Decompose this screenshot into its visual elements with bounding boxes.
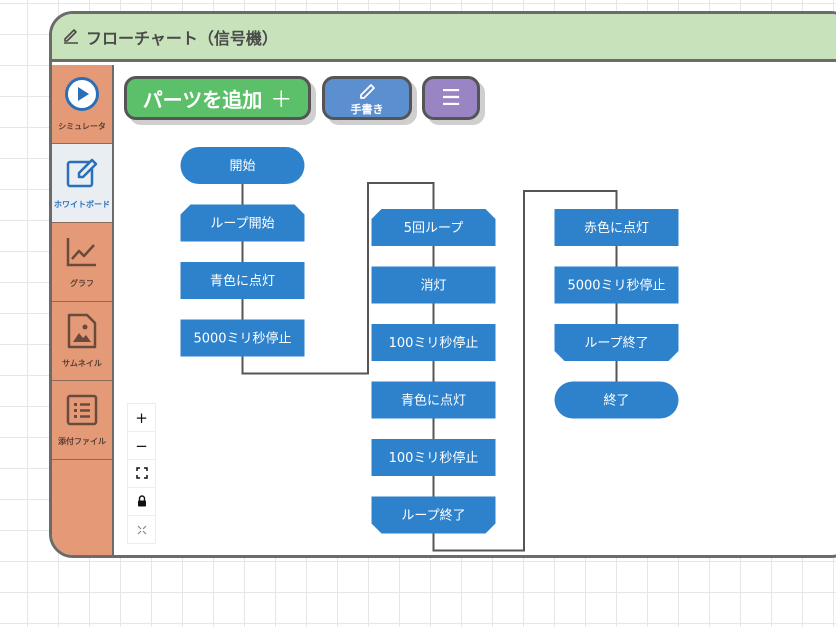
sidebar-item-attachments[interactable]: 添付ファイル	[52, 381, 112, 460]
sidebar: シミュレータ ホワイトボード グラフ	[52, 65, 114, 555]
zoom-out-button[interactable]: −	[128, 432, 155, 460]
plus-icon: +	[135, 408, 148, 427]
flowchart-node-label: 終了	[603, 393, 629, 409]
sidebar-item-whiteboard[interactable]: ホワイトボード	[52, 144, 112, 223]
collapse-button[interactable]	[128, 516, 155, 543]
flowchart-node-process[interactable]	[371, 266, 496, 304]
sidebar-item-simulator[interactable]: シミュレータ	[52, 65, 112, 144]
connector-lines	[241, 165, 618, 552]
flowchart-node-process[interactable]	[371, 324, 496, 361]
flowchart-node-process[interactable]	[554, 209, 679, 246]
flowchart-node-terminal[interactable]	[554, 381, 679, 419]
fit-icon	[135, 465, 148, 483]
add-parts-label: パーツを追加	[142, 87, 263, 112]
flowchart-node-process[interactable]	[371, 381, 496, 419]
hamburger-icon: ☰	[441, 85, 461, 111]
window-title: フローチャート（信号機）	[86, 28, 278, 48]
fit-view-button[interactable]	[128, 460, 155, 488]
flowchart-node-label: ループ終了	[584, 335, 648, 351]
pencil-icon	[357, 82, 377, 104]
handwriting-button[interactable]: 手書き	[322, 76, 412, 120]
flowchart-node-label: 5回ループ	[404, 221, 464, 236]
chart-icon	[65, 235, 99, 273]
collapse-icon	[137, 521, 147, 539]
image-icon	[65, 313, 99, 353]
menu-button[interactable]: ☰	[422, 76, 480, 120]
sidebar-item-graph[interactable]: グラフ	[52, 223, 112, 302]
flowchart: 開始ループ開始青色に点灯5000ミリ秒停止5回ループ消灯100ミリ秒停止青色に点…	[180, 147, 679, 552]
flowchart-node-label: 5000ミリ秒停止	[193, 331, 291, 347]
flowchart-node-label: 赤色に点灯	[584, 220, 649, 236]
flowchart-node-process[interactable]	[180, 319, 305, 357]
flowchart-nodes: 開始ループ開始青色に点灯5000ミリ秒停止5回ループ消灯100ミリ秒停止青色に点…	[180, 147, 679, 534]
edit-board-icon	[65, 156, 99, 194]
flowchart-node-label: 100ミリ秒停止	[389, 335, 479, 351]
zoom-in-button[interactable]: +	[128, 404, 155, 432]
list-icon	[65, 393, 99, 431]
sidebar-item-label: シミュレータ	[58, 122, 106, 131]
flowchart-node-label: 青色に点灯	[401, 393, 466, 409]
sidebar-item-label: グラフ	[70, 279, 94, 288]
flowchart-node-terminal[interactable]	[180, 147, 305, 184]
flowchart-node-label: 100ミリ秒停止	[389, 450, 479, 466]
handwriting-label: 手書き	[350, 102, 384, 116]
lock-button[interactable]	[128, 488, 155, 516]
flowchart-node-label: 青色に点灯	[210, 273, 275, 289]
flowchart-node-loop-start[interactable]	[371, 209, 496, 246]
flowchart-node-loop-start[interactable]	[180, 204, 305, 242]
flowchart-node-process[interactable]	[371, 439, 496, 476]
flowchart-node-label: ループ終了	[401, 508, 465, 524]
sidebar-item-label: ホワイトボード	[54, 200, 110, 209]
connector-link	[241, 182, 435, 375]
flowchart-node-loop-end[interactable]	[554, 324, 679, 361]
flowchart-node-label: 消灯	[420, 279, 446, 294]
app-window: フローチャート（信号機） シミュレータ ホワイトボード	[49, 11, 836, 558]
minus-icon: −	[135, 436, 148, 455]
sidebar-item-thumbnail[interactable]: サムネイル	[52, 302, 112, 381]
connector-link	[432, 190, 618, 552]
flowchart-node-process[interactable]	[180, 262, 305, 299]
title-bar: フローチャート（信号機）	[52, 14, 836, 62]
flowchart-node-process[interactable]	[554, 266, 679, 304]
add-parts-button[interactable]: パーツを追加 ＋	[124, 76, 311, 120]
play-circle-icon	[64, 76, 100, 116]
sidebar-item-label: 添付ファイル	[58, 437, 106, 446]
flowchart-node-loop-end[interactable]	[371, 496, 496, 534]
plus-icon: ＋	[270, 88, 293, 113]
sidebar-item-label: サムネイル	[62, 359, 102, 368]
flowchart-node-label: 5000ミリ秒停止	[567, 278, 665, 294]
zoom-controls: + −	[127, 403, 156, 544]
flowchart-node-label: 開始	[229, 159, 255, 174]
lock-icon	[136, 493, 148, 511]
flowchart-node-label: ループ開始	[210, 217, 274, 232]
pencil-icon[interactable]	[62, 26, 80, 48]
